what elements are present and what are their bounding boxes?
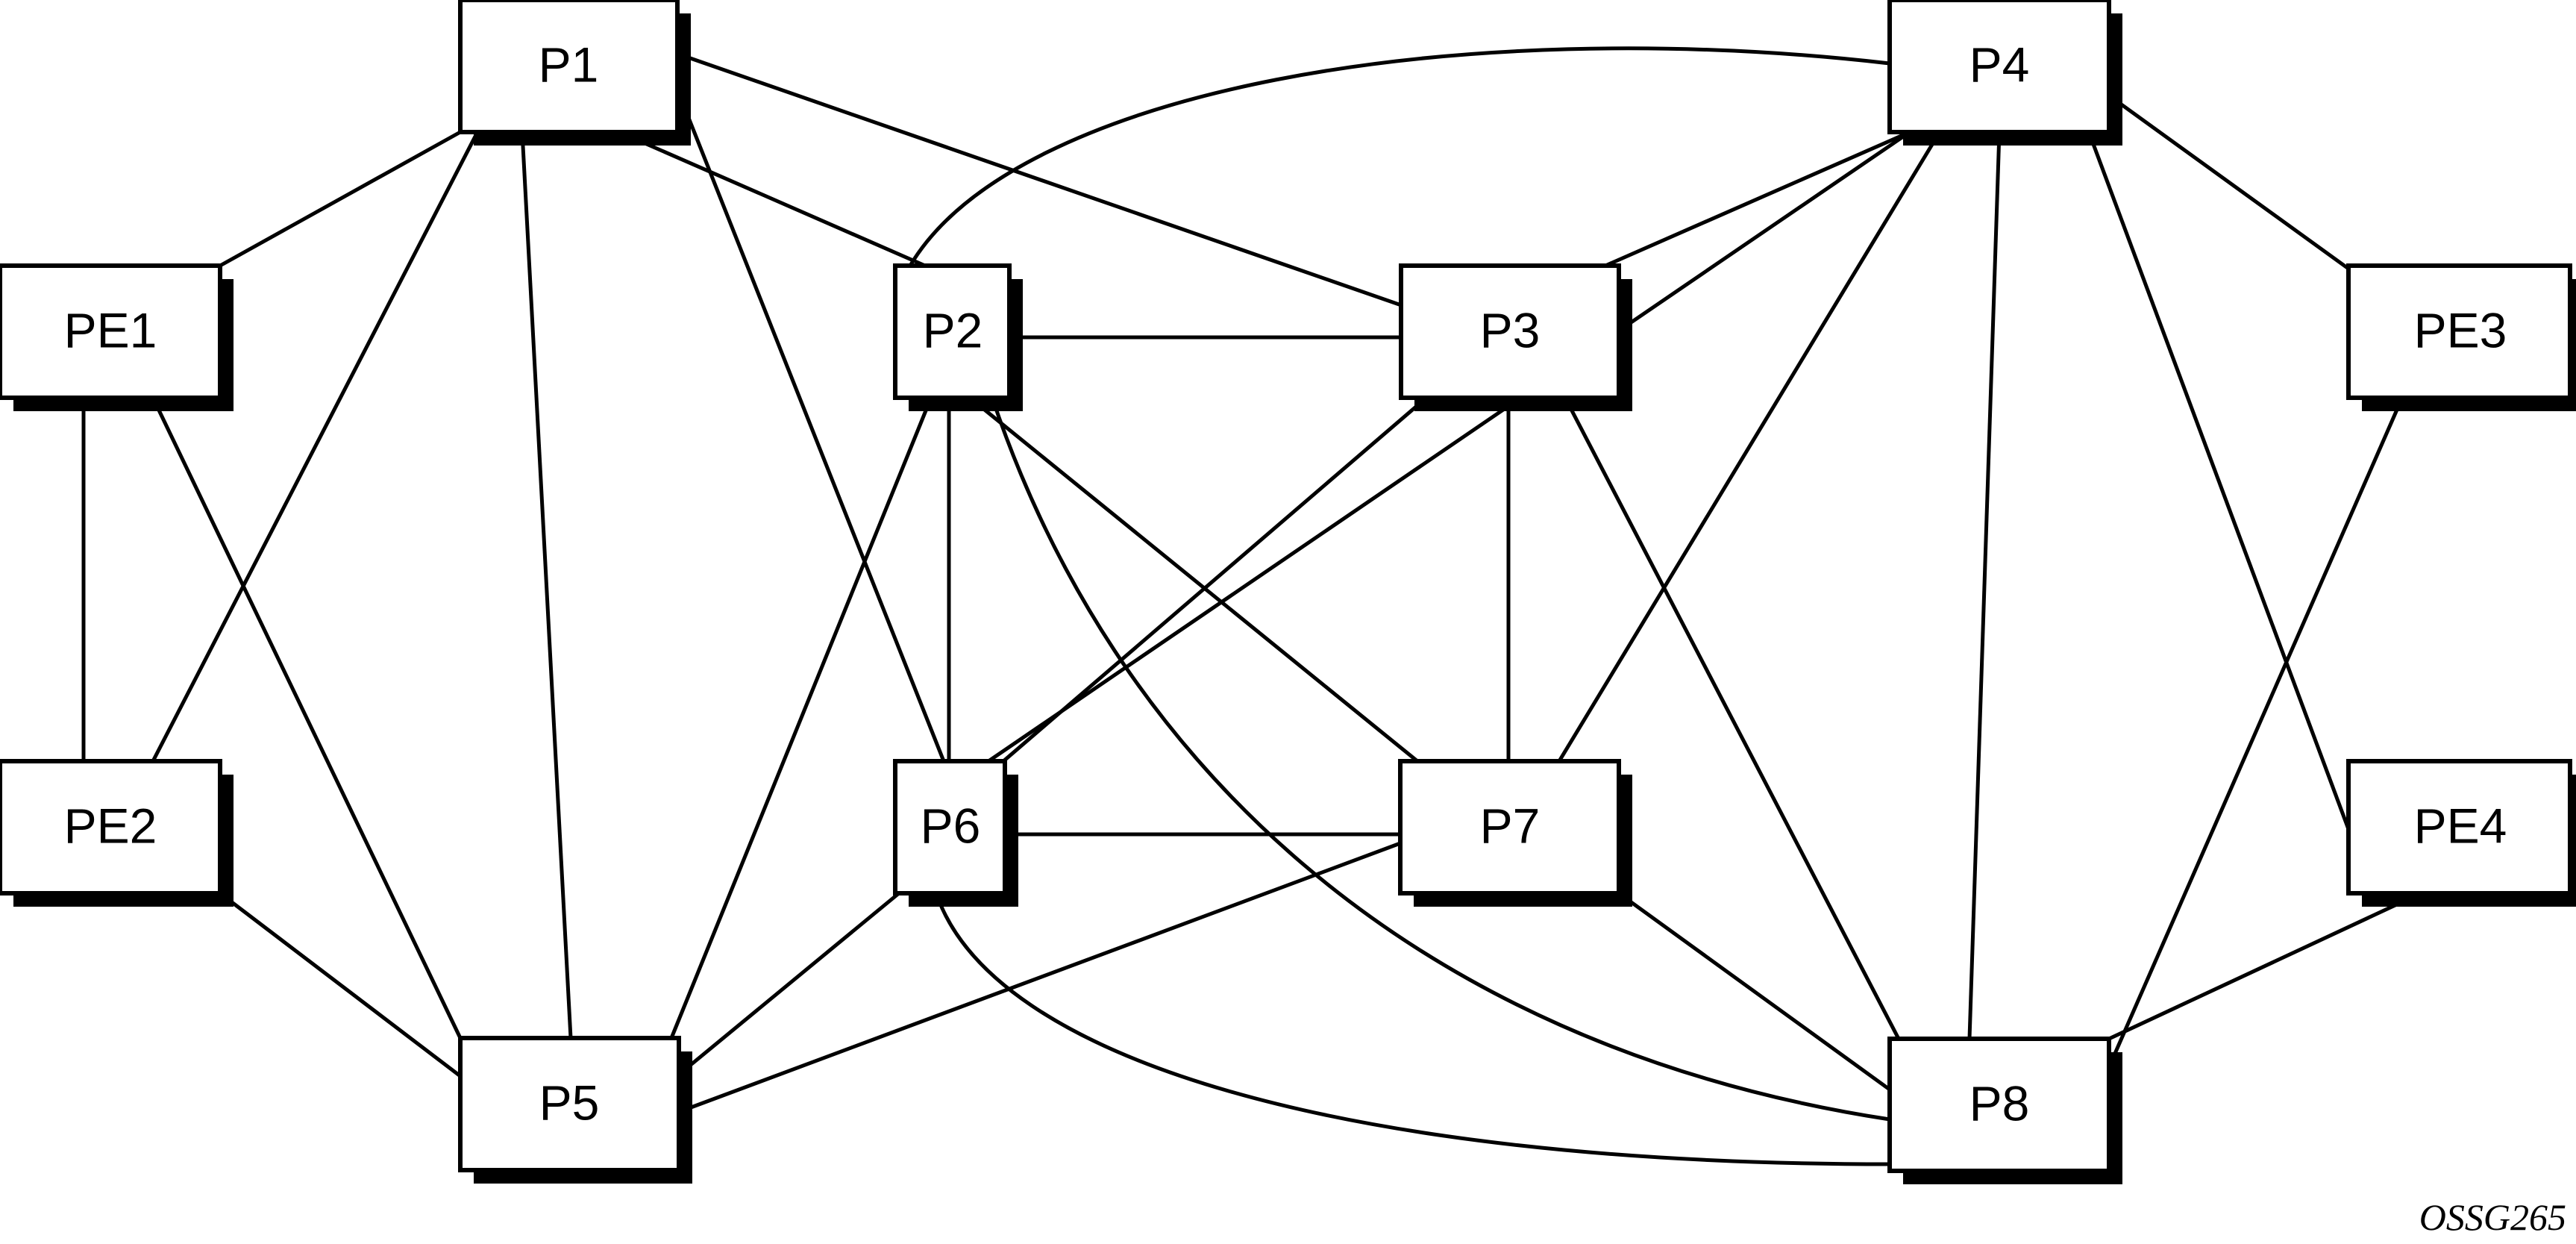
- link-pe1-p1: [219, 130, 462, 268]
- node-p1-box: [458, 0, 680, 134]
- link-pe1-p5: [151, 396, 463, 1040]
- node-p2[interactable]: P2: [893, 263, 1023, 411]
- node-pe2[interactable]: PE2: [0, 759, 234, 907]
- link-p2-p5: [669, 397, 933, 1039]
- link-p4-p8: [1967, 131, 2002, 1040]
- node-pe3-box: [2346, 263, 2572, 400]
- link-p7-p8: [1617, 891, 1891, 1092]
- link-p4-p7: [1557, 131, 1942, 763]
- node-p8-box: [1887, 1037, 2111, 1173]
- node-p7-box: [1398, 759, 1621, 896]
- node-pe4[interactable]: PE4: [2346, 759, 2576, 907]
- link-p3-p8: [1563, 396, 1901, 1040]
- node-p4-box: [1887, 0, 2111, 134]
- link-p4-p6: [987, 130, 1911, 763]
- node-pe1[interactable]: PE1: [0, 263, 234, 411]
- node-p5[interactable]: P5: [458, 1036, 692, 1184]
- node-pe4-box: [2346, 759, 2572, 896]
- node-p3-box: [1399, 263, 1621, 400]
- link-p1-p3: [677, 51, 1426, 316]
- figure-id-label: OSSG265: [2419, 1196, 2566, 1238]
- node-p5-box: [458, 1036, 681, 1172]
- link-p4-pe4: [2087, 131, 2375, 894]
- link-p1-p6: [675, 89, 946, 762]
- node-p8[interactable]: P8: [1887, 1037, 2122, 1184]
- link-p5-p6: [677, 892, 900, 1076]
- edge-layer: [81, 46, 2422, 1166]
- node-pe2-box: [0, 759, 222, 896]
- node-p1[interactable]: P1: [458, 0, 691, 146]
- node-p4[interactable]: P4: [1887, 0, 2122, 146]
- link-p3-p4: [1604, 130, 1911, 268]
- link-p2-p8: [990, 397, 1890, 1122]
- link-p2-p7: [968, 396, 1419, 763]
- link-p5-p7: [678, 841, 1401, 1114]
- link-p4-pe3: [2108, 93, 2350, 271]
- link-p6-p8: [934, 893, 1890, 1166]
- node-p2-box: [893, 263, 1012, 400]
- node-p3[interactable]: P3: [1399, 263, 1632, 411]
- link-p1-p2: [618, 130, 927, 268]
- link-pe2-p1: [151, 131, 480, 763]
- node-p6[interactable]: P6: [893, 759, 1018, 907]
- link-p2-p4: [908, 46, 1890, 267]
- link-pe2-p5: [219, 892, 462, 1078]
- link-p1-p5: [520, 131, 573, 1039]
- node-p6-box: [893, 759, 1007, 896]
- link-pe4-p8: [2107, 396, 2404, 1069]
- node-pe3[interactable]: PE3: [2346, 263, 2576, 411]
- link-pe3-p8: [2108, 891, 2422, 1041]
- node-p7[interactable]: P7: [1398, 759, 1632, 907]
- node-pe1-box: [0, 263, 222, 400]
